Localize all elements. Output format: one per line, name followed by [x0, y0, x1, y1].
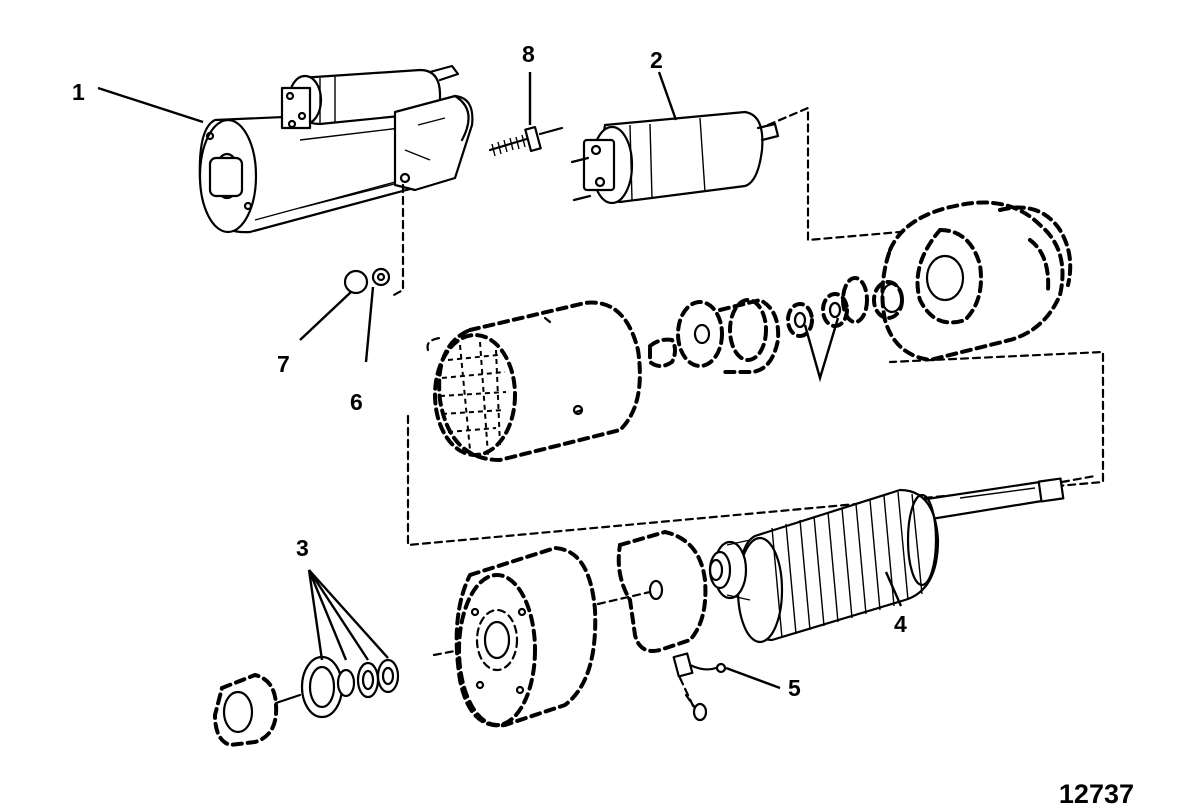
solenoid: [570, 110, 780, 205]
armature: [708, 477, 1065, 644]
drive-end-housing: [872, 200, 1073, 363]
field-frame-housing: [426, 300, 642, 463]
brush: [672, 652, 727, 722]
armature-axis-line: [1060, 474, 1097, 484]
nut: [343, 269, 369, 295]
callout-1: 1: [72, 79, 85, 105]
figure-number: 12737: [1058, 779, 1134, 809]
starter-motor-assembly: [198, 64, 474, 234]
assembly-leader-line: [390, 183, 405, 298]
callout-2: 2: [650, 47, 663, 73]
callout-3: 3: [296, 535, 309, 561]
callout-8: 8: [522, 41, 535, 67]
callout-7: 7: [277, 351, 290, 377]
callout-4: 4: [894, 611, 907, 637]
solenoid-leader-line: [766, 106, 902, 242]
callout-leaders: [97, 71, 903, 690]
drive-pinion-parts: [648, 276, 869, 383]
end-cap-and-washers: [212, 655, 400, 748]
washer: [371, 267, 391, 287]
callout-6: 6: [350, 389, 363, 415]
stud: [488, 125, 564, 157]
commutator-end-housing: [432, 545, 598, 728]
callout-5: 5: [788, 675, 801, 701]
callout-labels: 1 2 3 4 5 6 7 8: [72, 41, 907, 701]
brush-plate: [596, 529, 708, 653]
